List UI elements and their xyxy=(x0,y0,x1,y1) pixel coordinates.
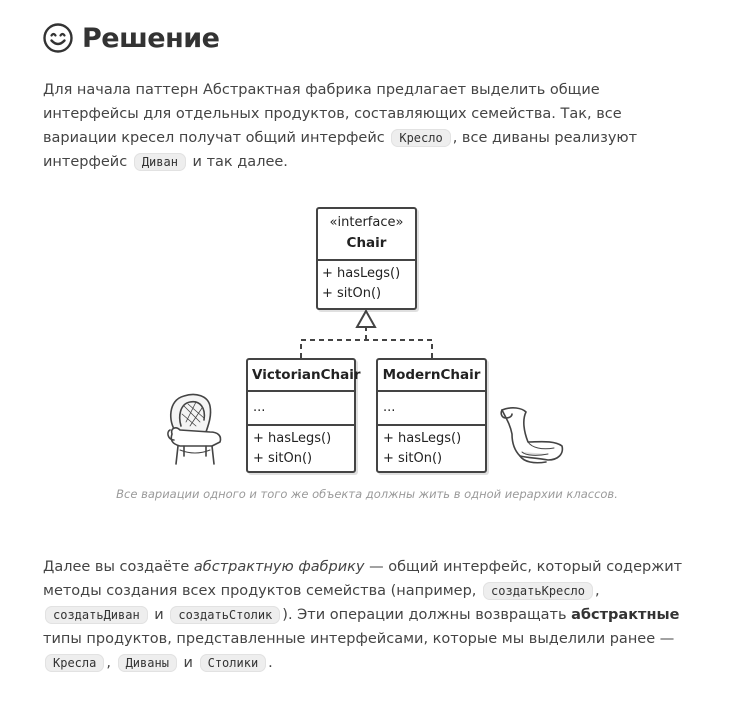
code-create-chair: создатьКресло xyxy=(483,582,593,600)
modern-chair-header: ModernChair xyxy=(378,360,485,390)
modern-chair-fields: ... xyxy=(378,390,485,424)
victorian-chair-box: VictorianChair ... + hasLegs() + sitOn() xyxy=(246,358,361,473)
method: + sitOn() xyxy=(383,451,443,466)
intro-paragraph: Для начала паттерн Абстрактная фабрика п… xyxy=(43,78,693,174)
class-name: Chair xyxy=(346,235,387,251)
factory-text-8: и xyxy=(178,655,198,671)
code-tables: Столики xyxy=(199,654,267,672)
section-title: Решение xyxy=(82,22,220,54)
code-kreslo: Кресло xyxy=(391,129,451,147)
class-name: ModernChair xyxy=(382,367,481,383)
realization-arrow-icon xyxy=(355,308,377,328)
interface-chair-box: «interface» Chair + hasLegs() + sitOn() xyxy=(316,207,417,310)
code-divan: Диван xyxy=(133,153,186,171)
method: + sitOn() xyxy=(253,451,313,466)
victorian-chair-header: VictorianChair xyxy=(248,360,361,390)
victorian-chair-fields: ... xyxy=(248,390,354,424)
factory-text-1: Далее вы создаёте xyxy=(43,559,194,575)
smile-icon xyxy=(43,23,73,53)
code-sofas: Диваны xyxy=(117,654,177,672)
method: + sitOn() xyxy=(322,286,382,301)
abstract-factory-emphasis: абстрактную фабрику xyxy=(193,559,365,575)
factory-text-3: , xyxy=(594,583,600,599)
stereotype-label: «interface» xyxy=(329,215,404,230)
interface-chair-methods: + hasLegs() + sitOn() xyxy=(318,259,415,307)
factory-text-6: типы продуктов, представленные интерфейс… xyxy=(43,631,675,647)
modern-chair-box: ModernChair ... + hasLegs() + sitOn() xyxy=(376,358,487,473)
diagram-caption: Все вариации одного и того же объекта до… xyxy=(116,487,618,501)
factory-text-2: — общий интерфейс, который содержит мето… xyxy=(43,559,683,599)
factory-text-5: ). Эти операции должны возвращать xyxy=(282,607,572,623)
victorian-armchair-icon xyxy=(167,393,222,465)
method: + hasLegs() xyxy=(322,266,401,281)
section-heading: Решение xyxy=(42,18,220,58)
code-create-table: создатьСтолик xyxy=(170,606,281,624)
intro-text-2: , все диваны реализуют интерфейс xyxy=(43,130,638,170)
intro-text-3: и так далее. xyxy=(187,154,288,170)
abstract-bold: абстрактные xyxy=(571,607,680,623)
modern-chair-methods: + hasLegs() + sitOn() xyxy=(378,424,485,472)
modern-chair-icon xyxy=(500,407,564,464)
method: + hasLegs() xyxy=(253,431,332,446)
factory-text-9: . xyxy=(268,655,273,671)
factory-text-7: , xyxy=(106,655,116,671)
realization-line xyxy=(300,339,433,358)
code-chairs: Кресла xyxy=(45,654,105,672)
intro-text-1: Для начала паттерн Абстрактная фабрика п… xyxy=(43,82,622,146)
class-name: VictorianChair xyxy=(252,367,361,383)
code-create-sofa: создатьДиван xyxy=(45,606,148,624)
factory-paragraph: Далее вы создаёте абстрактную фабрику — … xyxy=(43,555,693,675)
interface-chair-header: «interface» Chair xyxy=(318,209,415,259)
method: + hasLegs() xyxy=(383,431,462,446)
victorian-chair-methods: + hasLegs() + sitOn() xyxy=(248,424,354,472)
factory-text-4: и xyxy=(149,607,169,623)
